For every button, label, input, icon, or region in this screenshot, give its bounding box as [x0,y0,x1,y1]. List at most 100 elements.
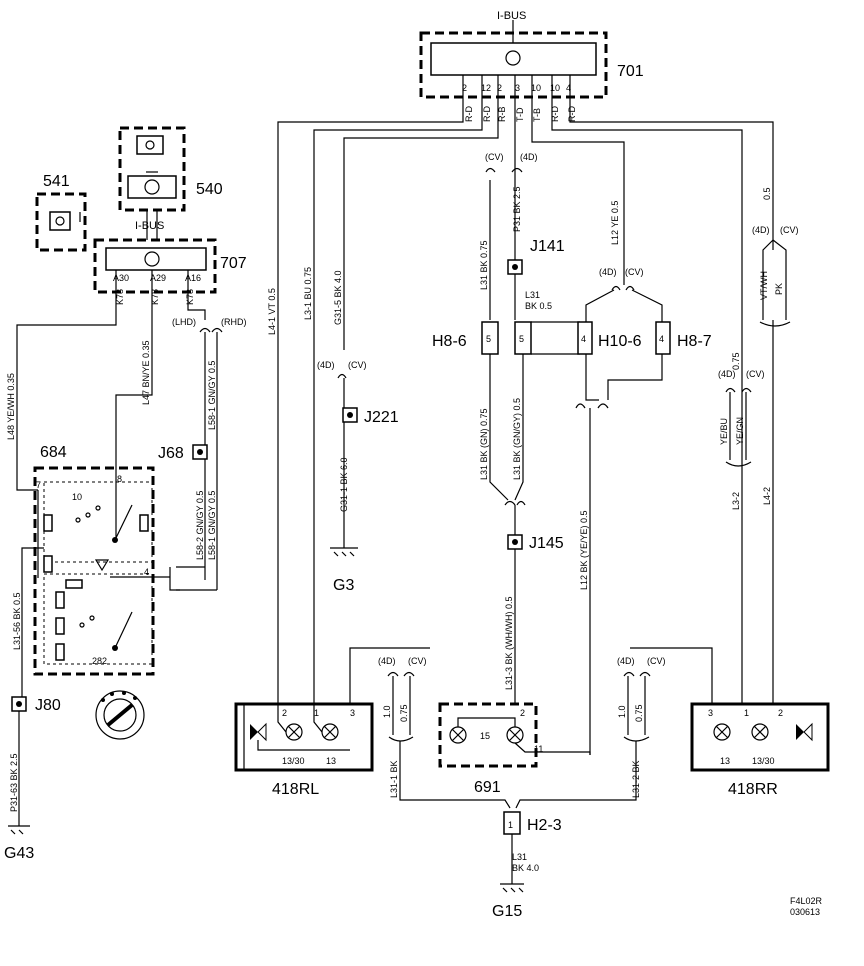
svg-text:A29: A29 [150,273,166,283]
switch-684: 684 7 8 10 4 282 [33,444,217,676]
svg-text:030613: 030613 [790,907,820,917]
svg-text:3: 3 [350,708,355,718]
svg-text:G43: G43 [4,845,34,862]
lamp-691: 2 15 11 691 [438,702,591,796]
svg-text:VT/WH: VT/WH [759,271,769,300]
svg-text:691: 691 [474,779,501,796]
svg-text:684: 684 [40,444,67,461]
svg-text:L31 BK (GN/GY) 0.5: L31 BK (GN/GY) 0.5 [512,398,522,480]
svg-text:0.75: 0.75 [731,352,741,370]
wire-701-3: T-D [515,107,525,122]
connector-H10-6: (4D) (CV) 4 H10-6 4 H8-7 L12 BK (YE/YE) … [575,267,712,755]
svg-text:L58-1 GN/GY 0.5: L58-1 GN/GY 0.5 [207,491,217,560]
svg-text:F4L02R: F4L02R [790,896,823,906]
svg-text:(4D): (4D) [617,656,635,666]
svg-text:H8-6: H8-6 [432,333,467,350]
svg-text:L31 BK (GN) 0.75: L31 BK (GN) 0.75 [479,408,489,480]
svg-text:G3: G3 [333,577,354,594]
svg-text:1: 1 [508,820,513,830]
wire-labels-left: L4-1 VT 0.5 L3-1 BU 0.75 G31-5 BK 4.0 [267,267,343,335]
svg-text:(4D): (4D) [599,267,617,277]
svg-text:4: 4 [581,334,586,344]
svg-text:5: 5 [486,334,491,344]
svg-text:L58-1 GN/GY 0.5: L58-1 GN/GY 0.5 [207,361,217,430]
svg-text:G31-5 BK 4.0: G31-5 BK 4.0 [333,270,343,325]
ibus-node-icon [505,50,521,66]
svg-text:0.75: 0.75 [399,704,409,722]
svg-text:A30: A30 [113,273,129,283]
svg-text:L4-2: L4-2 [762,487,772,505]
module-701: I-BUS 701 2 12 2 3 10 10 4 R-D R-D R-B T… [419,10,644,122]
footer-codes: F4L02R 030613 [790,896,823,917]
svg-text:282: 282 [92,656,107,666]
label-701: 701 [617,63,644,80]
pin-701-1: 12 [481,83,491,93]
wire-701-2: R-B [497,107,507,123]
svg-text:418RR: 418RR [728,781,778,798]
wires-top [277,75,774,705]
connector-H2-3: 1 H2-3 L31 BK 4.0 [503,811,562,884]
lamp-418RL: 2 1 3 13/30 13 418RL [234,702,374,798]
svg-text:15: 15 [480,731,490,741]
svg-text:2: 2 [778,708,783,718]
svg-text:A16: A16 [185,273,201,283]
rotary-knob-icon [95,690,145,740]
svg-text:8: 8 [117,474,122,484]
svg-text:K78: K78 [185,289,195,305]
junction-J68: J68 [158,444,208,462]
svg-text:J68: J68 [158,445,184,462]
svg-text:L31: L31 [525,290,540,300]
svg-text:4: 4 [144,567,149,577]
svg-text:(CV): (CV) [746,369,765,379]
svg-text:(LHD): (LHD) [172,317,196,327]
svg-text:BK 0.5: BK 0.5 [525,301,552,311]
pin-701-3: 3 [515,83,520,93]
svg-text:(CV): (CV) [647,656,666,666]
svg-text:P31 BK 2.5: P31 BK 2.5 [512,186,522,232]
svg-text:1: 1 [314,708,319,718]
svg-text:(4D): (4D) [718,369,736,379]
ground-G3: G3 [330,547,358,594]
svg-text:2: 2 [282,708,287,718]
svg-text:L31-2 BK: L31-2 BK [631,760,641,798]
svg-text:L31 BK 0.75: L31 BK 0.75 [479,240,489,290]
ground-G15: G15 [492,883,524,920]
junction-J145: J145 [507,534,564,552]
pin-701-0: 2 [462,83,467,93]
pins-701: 2 12 2 3 10 10 4 [462,83,571,93]
wires-right: (4D) (CV) 0.5 VT/WH PK 0.75 (4D) (CV) YE… [718,187,799,705]
svg-text:L48 YE/WH 0.35: L48 YE/WH 0.35 [6,373,16,440]
svg-text:2: 2 [520,708,525,718]
svg-text:0.75: 0.75 [634,704,644,722]
svg-text:J141: J141 [530,238,565,255]
svg-text:1: 1 [744,708,749,718]
svg-text:5: 5 [519,334,524,344]
module-540: 540 [118,126,223,240]
svg-text:YE/BU: YE/BU [719,418,729,445]
svg-text:K78: K78 [150,289,160,305]
svg-text:L3-1 BU 0.75: L3-1 BU 0.75 [303,267,313,320]
pin-701-4: 10 [531,83,541,93]
svg-text:L31: L31 [512,852,527,862]
pin-701-5: 10 [550,83,560,93]
module-707: I-BUS 707 A30 A29 A16 K78 K78 K78 [93,220,247,305]
svg-text:13: 13 [326,756,336,766]
svg-text:J80: J80 [35,697,61,714]
sensor-icon [55,216,65,226]
svg-text:H8-7: H8-7 [677,333,712,350]
svg-text:H2-3: H2-3 [527,817,562,834]
svg-text:L31-56 BK 0.5: L31-56 BK 0.5 [12,592,22,650]
connector-H8-6: 5 5 H8-6 [432,321,580,355]
wire-701-5: R-D [550,106,560,122]
svg-text:13/30: 13/30 [752,756,775,766]
pin-701-6: 4 [566,83,571,93]
svg-text:(CV): (CV) [485,152,504,162]
svg-text:L47 BN/YE 0.35: L47 BN/YE 0.35 [141,340,151,405]
svg-text:(CV): (CV) [625,267,644,277]
wires-707: (LHD) (RHD) L58-1 GN/GY 0.5 L48 YE/WH 0.… [6,270,247,590]
wire-colors-701: R-D R-D R-B T-D T-B R-D R-D [464,106,577,122]
svg-text:(4D): (4D) [378,656,396,666]
svg-text:707: 707 [220,255,247,272]
camera-icon [145,140,155,150]
